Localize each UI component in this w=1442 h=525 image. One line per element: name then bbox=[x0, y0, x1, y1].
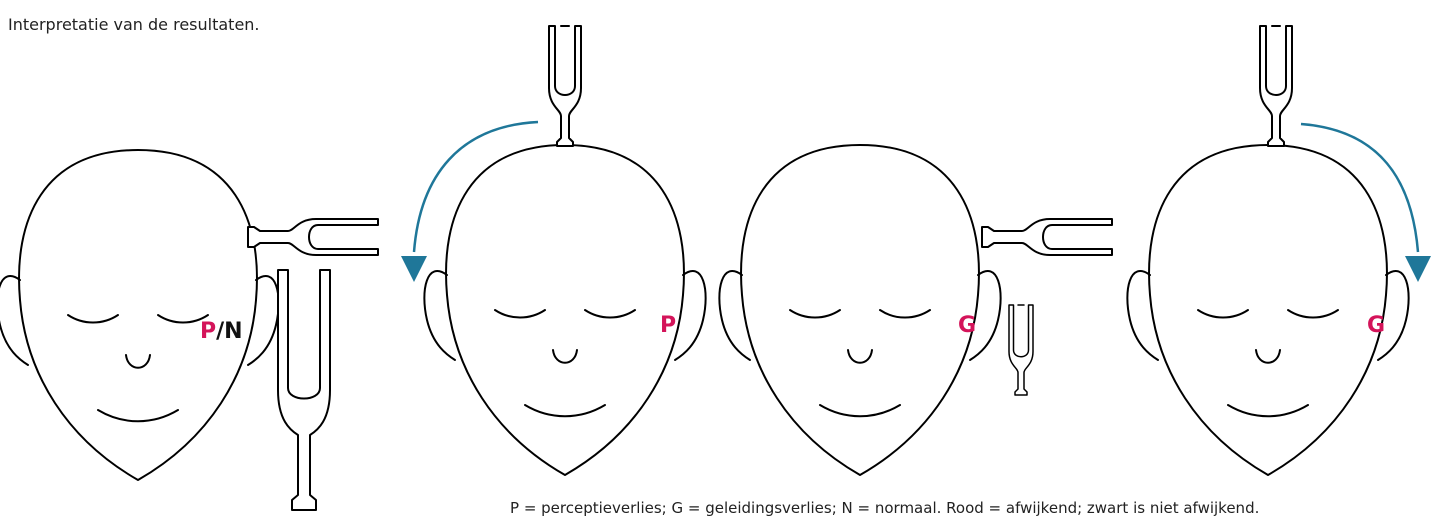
tuning-fork-small-3 bbox=[1009, 305, 1033, 395]
panel-1: P/N bbox=[0, 150, 378, 510]
label-3: G bbox=[958, 313, 976, 338]
label-2: P bbox=[660, 313, 676, 338]
tuning-fork-vertical-4 bbox=[1260, 26, 1292, 146]
tuning-fork-horizontal-1 bbox=[248, 219, 378, 255]
panel-2: P bbox=[401, 26, 706, 475]
label-1: P/N bbox=[200, 319, 243, 344]
tuning-fork-vertical-2 bbox=[549, 26, 581, 146]
arrow-right-4 bbox=[1301, 124, 1418, 252]
tuning-fork-large-1 bbox=[278, 270, 330, 510]
label-1-red: P bbox=[200, 319, 216, 344]
legend-text: P = perceptieverlies; G = geleidingsverl… bbox=[510, 499, 1259, 517]
arrowhead-2 bbox=[401, 256, 427, 282]
head-3 bbox=[719, 145, 1000, 475]
head-2 bbox=[424, 145, 705, 475]
tuning-fork-horizontal-3 bbox=[982, 219, 1112, 255]
head-4 bbox=[1127, 145, 1408, 475]
label-1-black: N bbox=[224, 319, 242, 344]
panel-3: G bbox=[719, 145, 1112, 475]
arrowhead-4 bbox=[1405, 256, 1431, 282]
arrow-left-2 bbox=[414, 122, 538, 252]
panel-4: G bbox=[1127, 26, 1431, 475]
head-1 bbox=[0, 150, 279, 480]
label-4: G bbox=[1367, 313, 1385, 338]
